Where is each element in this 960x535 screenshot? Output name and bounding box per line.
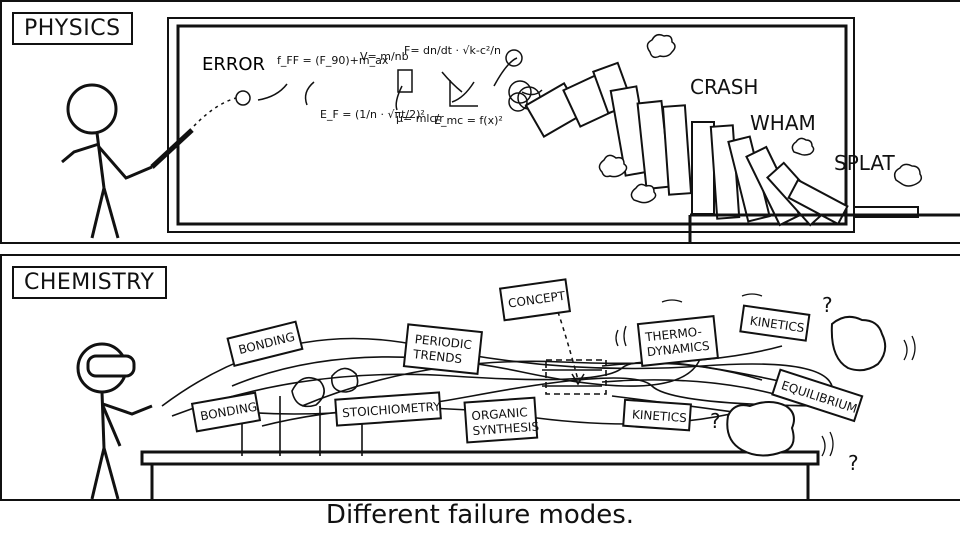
sign-bonding	[190, 391, 262, 433]
physics-panel: ERROR f_FF = (F_90)+m_ax V= m/nb F= dn/d…	[0, 0, 960, 244]
sign-bonding	[226, 320, 304, 368]
dust-clouds	[598, 33, 923, 204]
blackboard-inner	[176, 24, 848, 226]
sound-splat: SPLAT	[834, 151, 895, 175]
concept-sign	[498, 278, 572, 322]
equation-arrows	[257, 49, 543, 112]
equation: F= dn/dt · √k-c²/n	[404, 44, 501, 57]
falling-equations	[524, 61, 919, 227]
sign-label: ORGANICSYNTHESIS	[471, 404, 540, 438]
sign-stoichiometry	[334, 391, 442, 427]
goggles	[86, 354, 136, 378]
sign-label: PERIODICTRENDS	[411, 332, 472, 367]
caption: Different failure modes.	[325, 500, 635, 530]
chemistry-panel: CONCEPT BONDING BONDING PERIODICTRENDS S…	[0, 254, 960, 501]
equation: E_F = (1/n · √πt/2)²	[320, 108, 425, 121]
sign-organic-synthesis	[463, 396, 539, 444]
panel-label-physics: PHYSICS	[12, 12, 133, 45]
physics-scene: ERROR f_FF = (F_90)+m_ax V= m/nb F= dn/d…	[61, 17, 960, 242]
equation: V= m/nb	[360, 50, 409, 63]
lab-table	[140, 450, 820, 499]
sign-thermodynamics	[636, 315, 719, 367]
sign-periodic-trends	[402, 323, 483, 375]
concept-arrow	[557, 311, 579, 381]
sign-label: KINETICS	[632, 407, 688, 425]
sound-wham: WHAM	[750, 111, 816, 135]
crumpled-lumps	[726, 315, 887, 457]
question-mark: ?	[710, 409, 721, 433]
chemistry-scene: CONCEPT BONDING BONDING PERIODICTRENDS S…	[76, 278, 916, 499]
error-label: ERROR	[202, 54, 265, 75]
physicist-figure	[61, 83, 153, 239]
concept-arrowhead	[571, 373, 585, 386]
panel-label-chemistry: CHEMISTRY	[12, 266, 167, 299]
question-mark: ?	[822, 293, 833, 317]
wobble-lines	[615, 293, 916, 457]
sign-kinetics	[622, 398, 692, 432]
sign-kinetics	[739, 304, 811, 342]
equation: μ= mlc/r	[396, 112, 444, 125]
sign-label: THERMO-DYNAMICS	[644, 324, 711, 360]
desk	[688, 213, 960, 242]
missing-concept-box	[545, 359, 607, 395]
question-mark: ?	[848, 451, 859, 475]
error-marker	[235, 90, 251, 106]
blackboard-outer	[167, 17, 855, 233]
sound-crash: CRASH	[690, 75, 758, 99]
sign-equilibrium	[771, 368, 864, 423]
equation: f_FF = (F_90)+m_ax	[277, 54, 389, 67]
dotted-trace	[193, 96, 241, 127]
pointer-stick	[150, 128, 194, 169]
equation: E_mc = f(x)²	[434, 114, 503, 127]
sign-label: STOICHIOMETRY	[342, 399, 442, 420]
